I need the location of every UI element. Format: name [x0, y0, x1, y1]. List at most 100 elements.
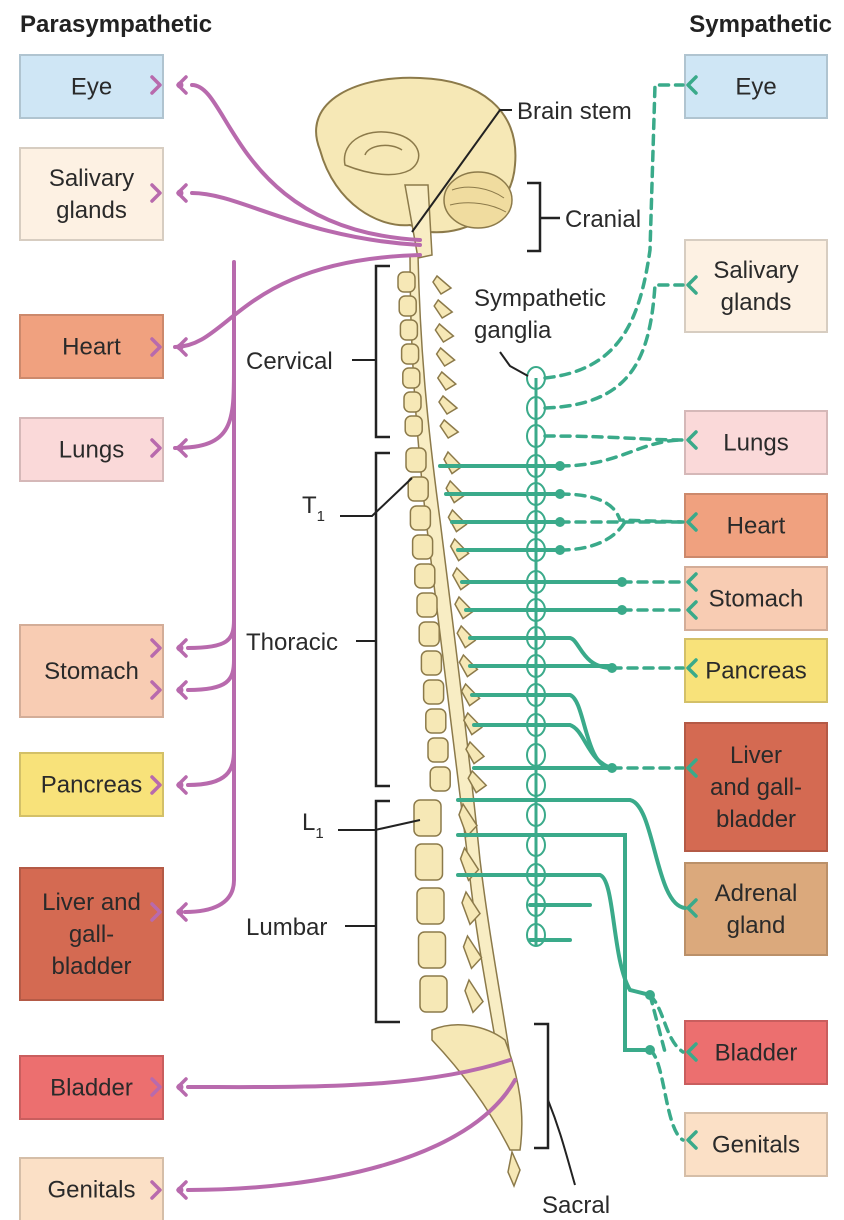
vertebra-process: [444, 452, 462, 474]
parasympathetic-ganglion-dot: [177, 687, 184, 694]
symp-organ-eye: Eye: [685, 55, 827, 118]
para-organ-label-line: Stomach: [44, 658, 139, 685]
sympathetic-synapse-dot: [607, 763, 617, 773]
para-organ-label-line: Heart: [62, 334, 121, 361]
vertebra-process: [438, 372, 456, 390]
symp-organ-pancreas: Pancreas: [685, 639, 827, 702]
l1-subscript: 1: [315, 825, 323, 842]
symp-organ-label-line: Pancreas: [705, 658, 806, 685]
symp-organ-label-line: Adrenal: [715, 880, 798, 907]
parasympathetic-heading: Parasympathetic: [20, 11, 212, 38]
para-organ-label-line: Bladder: [50, 1075, 133, 1102]
t1-letter: T: [302, 492, 317, 519]
symp-organ-box: [685, 863, 827, 955]
parasympathetic-ganglion-dot: [177, 344, 184, 351]
l1-label: L1: [302, 809, 324, 842]
cervical-label: Cervical: [246, 348, 333, 375]
l1-leader: [338, 820, 420, 830]
brain-illustration: [316, 78, 515, 258]
vertebra-body: [410, 506, 430, 530]
para-nerve-heart: [175, 255, 420, 347]
sympathetic-synapse-dot: [555, 545, 565, 555]
sympathetic-synapse-dot: [607, 663, 617, 673]
thoracic-label: Thoracic: [246, 629, 338, 656]
brain-stem-label: Brain stem: [517, 98, 632, 125]
symp-organ-adrenal-gland: Adrenalgland: [685, 863, 827, 955]
symp-organ-genitals: Genitals: [685, 1113, 827, 1176]
vertebra-body: [398, 272, 415, 292]
para-organ-label-line: Salivary: [49, 165, 134, 192]
symp-organ-label-line: and gall-: [710, 774, 802, 801]
symp-organ-bladder: Bladder: [685, 1021, 827, 1084]
vertebra-process: [434, 300, 452, 318]
para-organ-eye: Eye: [20, 55, 163, 118]
symp-organ-label-line: Eye: [735, 74, 776, 101]
parasympathetic-ganglion-dot: [177, 1187, 184, 1194]
vertebra-body: [426, 709, 446, 733]
para-nerve-stomach-1: [188, 620, 234, 648]
vertebra-body: [424, 680, 444, 704]
para-organ-label-line: bladder: [51, 953, 131, 980]
vertebra-body: [399, 296, 416, 316]
vertebra-body: [430, 767, 450, 791]
vertebra-process: [433, 276, 451, 294]
vertebra-body: [406, 448, 426, 472]
vertebra-process: [437, 348, 455, 366]
parasympathetic-organ-list: EyeSalivaryglandsHeartLungsStomachPancre…: [20, 55, 163, 1220]
para-nerve-genitals: [188, 1080, 515, 1190]
thoracic-bracket: [376, 453, 390, 786]
para-organ-box: [20, 148, 163, 240]
symp-organ-label-line: bladder: [716, 806, 796, 833]
vertebra-body: [404, 392, 421, 412]
para-organ-lungs: Lungs: [20, 418, 163, 481]
sympathetic-ganglia-label-line-1: Sympathetic: [474, 285, 606, 312]
symp-organ-label-line: Heart: [727, 513, 786, 540]
sacral-leader: [548, 1100, 575, 1185]
sympathetic-postganglionic-fiber: [560, 494, 683, 522]
cervical-bracket: [376, 266, 390, 437]
sympathetic-synapse-dot: [617, 605, 627, 615]
vertebra-process: [435, 324, 453, 342]
vertebra-process: [465, 980, 483, 1012]
sympathetic-pathways: [440, 77, 696, 1148]
symp-organ-heart: Heart: [685, 494, 827, 557]
sympathetic-heading: Sympathetic: [689, 11, 832, 38]
symp-organ-box: [685, 240, 827, 332]
sympathetic-synapse-dot: [645, 1045, 655, 1055]
para-organ-salivary-glands: Salivaryglands: [20, 148, 163, 240]
parasympathetic-ganglion-dot: [177, 190, 184, 197]
sacral-bracket: [534, 1024, 548, 1148]
para-organ-label-line: Genitals: [47, 1177, 135, 1204]
para-organ-pancreas: Pancreas: [20, 753, 163, 816]
symp-organ-salivary-glands: Salivaryglands: [685, 240, 827, 332]
sympathetic-postganglionic-fiber: [560, 440, 683, 466]
vertebra-body: [417, 593, 437, 617]
parasympathetic-ganglion-dot: [177, 82, 184, 89]
symp-organ-lungs: Lungs: [685, 411, 827, 474]
vertebra-body: [405, 416, 422, 436]
symp-organ-label-line: Lungs: [723, 430, 788, 457]
sympathetic-synapse-dot: [555, 489, 565, 499]
symp-organ-label-line: Genitals: [712, 1132, 800, 1159]
sympathetic-synapse-dot: [555, 517, 565, 527]
vertebra-body: [428, 738, 448, 762]
lumbar-label: Lumbar: [246, 914, 327, 941]
parasympathetic-ganglion-dot: [177, 1084, 184, 1091]
sympathetic-postganglionic-fiber: [650, 1050, 683, 1140]
coccyx: [508, 1152, 520, 1186]
vertebra-process: [455, 597, 473, 619]
vertebra-body: [420, 976, 447, 1012]
para-organ-stomach: Stomach: [20, 625, 163, 717]
sympathetic-synapse-dot: [555, 461, 565, 471]
cranial-bracket: [527, 183, 560, 251]
vertebra-process: [440, 420, 458, 438]
sympathetic-preganglionic-fiber: [470, 638, 612, 668]
vertebra-body: [416, 844, 443, 880]
symp-organ-label-line: glands: [721, 289, 792, 316]
para-organ-label-line: Liver and: [42, 889, 141, 916]
vertebra-process: [439, 396, 457, 414]
t1-label: T1: [302, 492, 325, 525]
vertebra-body: [419, 932, 446, 968]
vertebra-body: [414, 800, 441, 836]
para-organ-liver-and-gall-bladder: Liver andgall-bladder: [20, 868, 163, 1000]
